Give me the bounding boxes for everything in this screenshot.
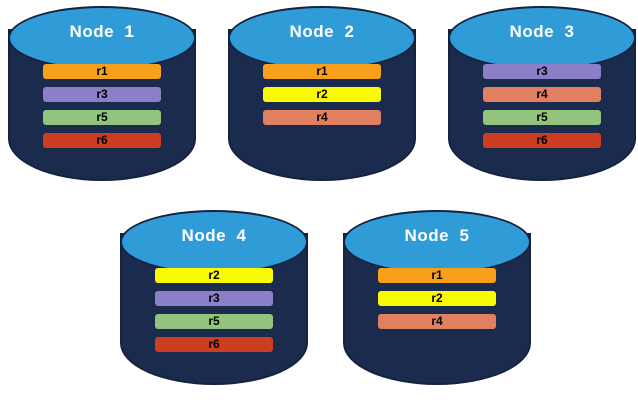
replica-bar-r3[interactable]: r3 xyxy=(155,291,273,306)
replica-bar-r6[interactable]: r6 xyxy=(155,337,273,352)
node-title: Node 3 xyxy=(509,22,575,41)
replica-bar-r6[interactable]: r6 xyxy=(43,133,161,148)
replica-bar-r1[interactable]: r1 xyxy=(263,64,381,79)
replica-bar-r4[interactable]: r4 xyxy=(483,87,601,102)
replica-bar-r4[interactable]: r4 xyxy=(263,110,381,125)
node-title: Node 4 xyxy=(181,226,247,245)
replica-bar-r5[interactable]: r5 xyxy=(155,314,273,329)
replica-bar-r6[interactable]: r6 xyxy=(483,133,601,148)
replica-bar-r5[interactable]: r5 xyxy=(43,110,161,125)
replica-bar-r1[interactable]: r1 xyxy=(378,268,496,283)
replica-bar-r2[interactable]: r2 xyxy=(263,87,381,102)
node-title: Node 5 xyxy=(404,226,470,245)
replica-bar-r3[interactable]: r3 xyxy=(483,64,601,79)
replica-bar-r1[interactable]: r1 xyxy=(43,64,161,79)
replica-list: r3 r4 r5 r6 xyxy=(483,64,601,156)
cylinder-top-ellipse-icon xyxy=(228,6,416,70)
replica-bar-r3[interactable]: r3 xyxy=(43,87,161,102)
cylinder-top-ellipse-icon xyxy=(120,210,308,274)
replica-list: r1 r2 r4 xyxy=(378,268,496,337)
replica-list: r2 r3 r5 r6 xyxy=(155,268,273,360)
replica-list: r1 r2 r4 xyxy=(263,64,381,133)
node-title: Node 1 xyxy=(69,22,135,41)
node-cylinder-2[interactable]: Node 2 r1 r2 r4 xyxy=(228,6,416,188)
node-cylinder-4[interactable]: Node 4 r2 r3 r5 r6 xyxy=(120,210,308,392)
cylinder-top-ellipse-icon xyxy=(8,6,196,70)
replica-bar-r2[interactable]: r2 xyxy=(378,291,496,306)
replica-bar-r5[interactable]: r5 xyxy=(483,110,601,125)
replica-bar-r4[interactable]: r4 xyxy=(378,314,496,329)
node-cylinder-3[interactable]: Node 3 r3 r4 r5 r6 xyxy=(448,6,636,188)
replica-list: r1 r3 r5 r6 xyxy=(43,64,161,156)
node-cylinder-1[interactable]: Node 1 r1 r3 r5 r6 xyxy=(8,6,196,188)
node-cylinder-5[interactable]: Node 5 r1 r2 r4 xyxy=(343,210,531,392)
replica-bar-r2[interactable]: r2 xyxy=(155,268,273,283)
node-title: Node 2 xyxy=(289,22,355,41)
